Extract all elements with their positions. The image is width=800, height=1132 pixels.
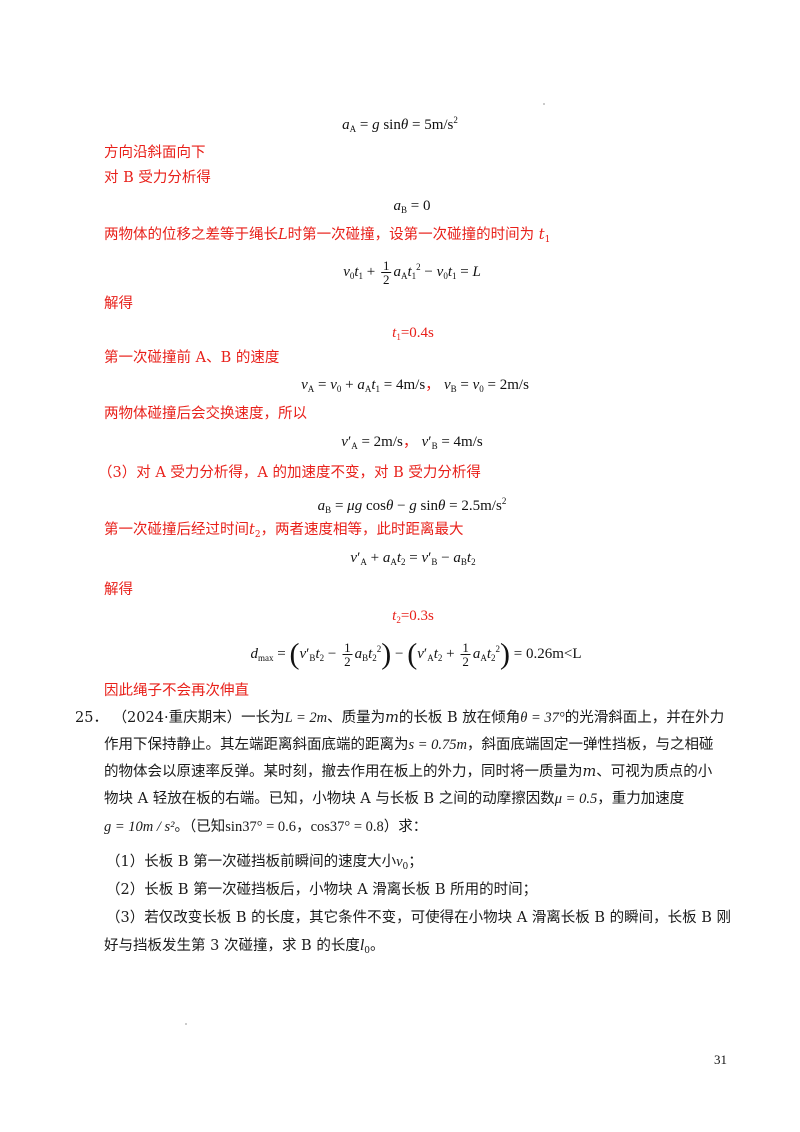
equation-equal-speed: v′A + aAt2 = v′B − aBt2 bbox=[350, 550, 476, 567]
equation-exchange: v′A = 2m/s， v′B = 4m/s bbox=[341, 434, 483, 451]
text-first-collision: 两物体的位移之差等于绳长L时第一次碰撞，设第一次碰撞的时间为 t1 bbox=[104, 227, 551, 245]
problem-25-line5: g = 10m / s²。（已知sin37° = 0.6，cos37° = 0.… bbox=[104, 819, 428, 835]
result-t2: t2=0.3s bbox=[392, 608, 434, 625]
question-2: （2）长板 B 第一次碰挡板后，小物块 A 滑离长板 B 所用的时间； bbox=[106, 882, 538, 898]
text-velocities: 第一次碰撞前 A、B 的速度 bbox=[104, 350, 280, 366]
text-part3: （3）对 A 受力分析得，A 的加速度不变，对 B 受力分析得 bbox=[98, 465, 481, 481]
question-3-line1: （3）若仅改变长板 B 的长度，其它条件不变，可使得在小物块 A 滑离长板 B … bbox=[106, 910, 732, 926]
scan-speck bbox=[185, 1023, 187, 1025]
text-conclusion: 因此绳子不会再次伸直 bbox=[104, 683, 249, 699]
text-direction: 方向沿斜面向下 bbox=[104, 145, 206, 161]
scan-speck bbox=[543, 103, 545, 105]
problem-25-line2: 作用下保持静止。其左端距离斜面底端的距离为s = 0.75m，斜面底端固定一弹性… bbox=[104, 737, 714, 753]
problem-25-line1: 25． （2024·重庆期末）一长为L = 2m、质量为m的长板 B 放在倾角θ… bbox=[75, 710, 725, 726]
result-t1: t1=0.4s bbox=[392, 325, 434, 342]
text-analysis-b: 对 B 受力分析得 bbox=[104, 170, 211, 186]
equation-aB: aB = 0 bbox=[393, 198, 431, 215]
problem-25-line3: 的物体会以原速率反弹。某时刻，撤去作用在板上的外力，同时将一质量为m、可视为质点… bbox=[104, 764, 713, 780]
page-number: 31 bbox=[714, 1052, 727, 1067]
text-exchange: 两物体碰撞后会交换速度，所以 bbox=[104, 406, 307, 422]
problem-25-line4: 物块 A 轻放在板的右端。已知，小物块 A 与长板 B 之间的动摩擦因数μ = … bbox=[104, 791, 685, 807]
text-solve-2: 解得 bbox=[104, 582, 133, 598]
question-1: （1）长板 B 第一次碰挡板前瞬间的速度大小v0； bbox=[106, 854, 423, 872]
text-solve-1: 解得 bbox=[104, 296, 133, 312]
equation-aB-2: aB = μg cosθ − g sinθ = 2.5m/s2 bbox=[317, 496, 507, 515]
question-3-line2: 好与挡板发生第 3 次碰撞，求 B 的长度l0。 bbox=[104, 937, 385, 956]
text-equal-speed: 第一次碰撞后经过时间t2，两者速度相等，此时距离最大 bbox=[104, 522, 464, 540]
equation-velocities: vA = v0 + aAt1 = 4m/s， vB = v0 = 2m/s bbox=[301, 377, 529, 394]
equation-aA: aA = g sinθ = 5m/s2 bbox=[342, 115, 458, 134]
